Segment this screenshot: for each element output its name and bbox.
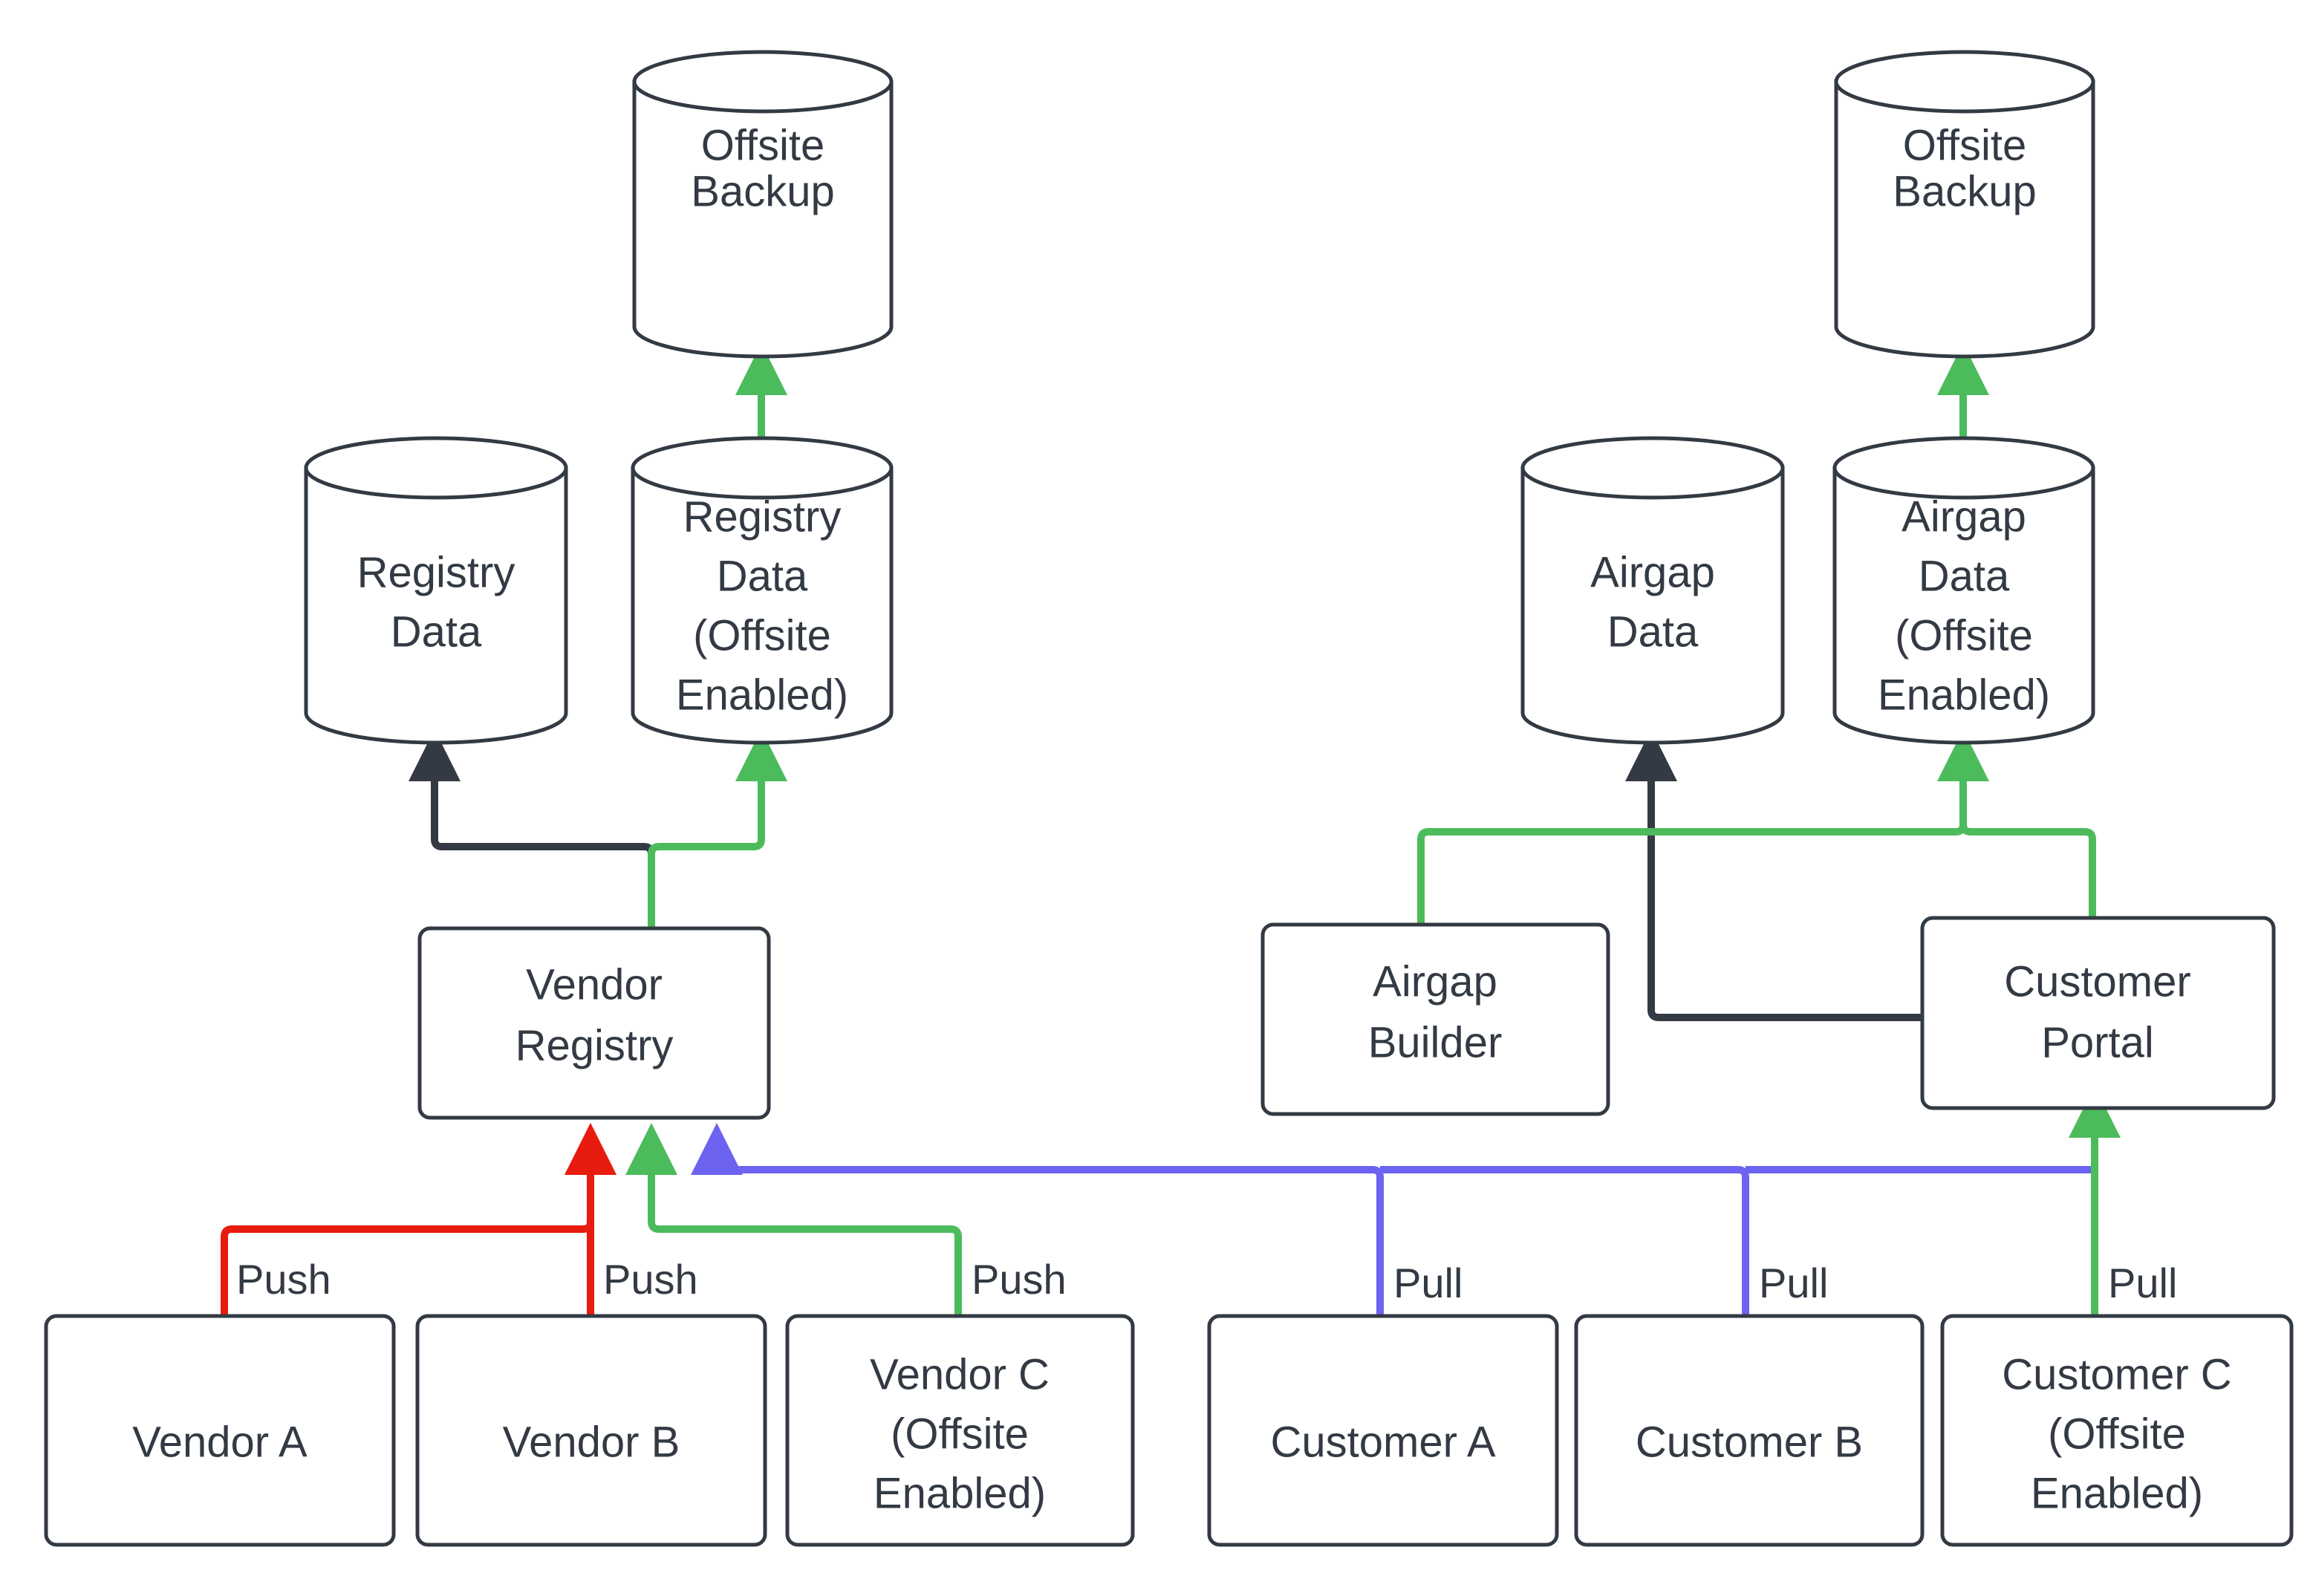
node-airgap-data-offsite[interactable]: Airgap Data (Offsite Enabled) (1832, 436, 2095, 745)
node-customer-c[interactable]: Customer C (Offsite Enabled) (1940, 1314, 2294, 1547)
node-airgap-builder[interactable]: Airgap Builder (1260, 922, 1610, 1116)
node-label: (Offsite (693, 611, 831, 659)
node-registry-data[interactable]: Registry Data (304, 436, 568, 745)
node-label: Enabled) (2031, 1469, 2203, 1517)
edge-label-customer-b-pull: Pull (1759, 1260, 1828, 1306)
edge-customer-b-pull (1380, 1166, 1749, 1316)
edge-vendor-registry-to-registry-data-offsite (648, 729, 787, 928)
node-label: Data (1919, 552, 2010, 600)
node-vendor-b[interactable]: Vendor B (415, 1314, 767, 1547)
node-label: (Offsite (1895, 611, 2033, 659)
node-label: Vendor C (870, 1350, 1050, 1398)
edge-label-customer-a-pull: Pull (1393, 1260, 1463, 1306)
node-label: Customer B (1636, 1418, 1863, 1466)
node-registry-data-offsite[interactable]: Registry Data (Offsite Enabled) (631, 436, 894, 745)
node-label: Vendor (526, 960, 663, 1009)
node-label: Offsite (701, 121, 825, 169)
node-label: Builder (1368, 1018, 1503, 1066)
node-customer-a[interactable]: Customer A (1207, 1314, 1559, 1547)
node-customer-portal[interactable]: Customer Portal (1920, 916, 2276, 1110)
node-customer-b[interactable]: Customer B (1574, 1314, 1925, 1547)
node-label: Registry (357, 548, 515, 596)
edge-label-customer-c-pull: Pull (2108, 1260, 2177, 1306)
node-label: Customer A (1271, 1418, 1496, 1466)
node-label: Registry (683, 492, 842, 541)
node-label: Enabled) (676, 671, 848, 719)
node-label: Airgap (1902, 492, 2026, 541)
node-offsite-backup-right[interactable]: Offsite Backup (1834, 50, 2095, 359)
node-label: Data (1607, 608, 1699, 656)
edge-label-vendor-a-push: Push (236, 1256, 331, 1303)
edge-label-vendor-c-push: Push (972, 1256, 1067, 1303)
node-label: Vendor A (132, 1418, 308, 1466)
node-label: Backup (691, 167, 834, 215)
node-offsite-backup-left[interactable]: Offsite Backup (632, 50, 894, 359)
node-airgap-data[interactable]: Airgap Data (1520, 436, 1785, 745)
node-vendor-registry[interactable]: Vendor Registry (417, 926, 771, 1120)
node-label: Airgap (1590, 548, 1715, 596)
node-label: Airgap (1373, 957, 1497, 1006)
node-label: Customer (2004, 957, 2190, 1006)
node-label: Registry (515, 1021, 674, 1069)
node-label: (Offsite (2048, 1410, 2186, 1458)
edge-label-vendor-b-push: Push (603, 1256, 698, 1303)
node-label: Portal (2041, 1018, 2154, 1066)
node-label: Enabled) (874, 1469, 1046, 1517)
edge-customer-portal-to-airgap-data (1625, 729, 1922, 1021)
node-label: Data (717, 552, 808, 600)
edge-vendor-c-push (625, 1123, 962, 1316)
node-label: Customer C (2002, 1350, 2231, 1398)
edge-vendor-registry-to-registry-data (409, 729, 655, 928)
edge-customer-portal-to-airgap-data-offsite (1959, 787, 2096, 918)
node-label: Data (391, 608, 482, 656)
edge-airgap-builder-to-airgap-data-offsite (1417, 765, 1967, 925)
node-label: (Offsite (891, 1410, 1029, 1458)
node-label: Vendor B (503, 1418, 680, 1466)
node-label: Enabled) (1878, 671, 2050, 719)
node-vendor-a[interactable]: Vendor A (44, 1314, 396, 1547)
node-label: Backup (1893, 167, 2036, 215)
node-vendor-c[interactable]: Vendor C (Offsite Enabled) (785, 1314, 1135, 1547)
node-label: Offsite (1903, 121, 2027, 169)
